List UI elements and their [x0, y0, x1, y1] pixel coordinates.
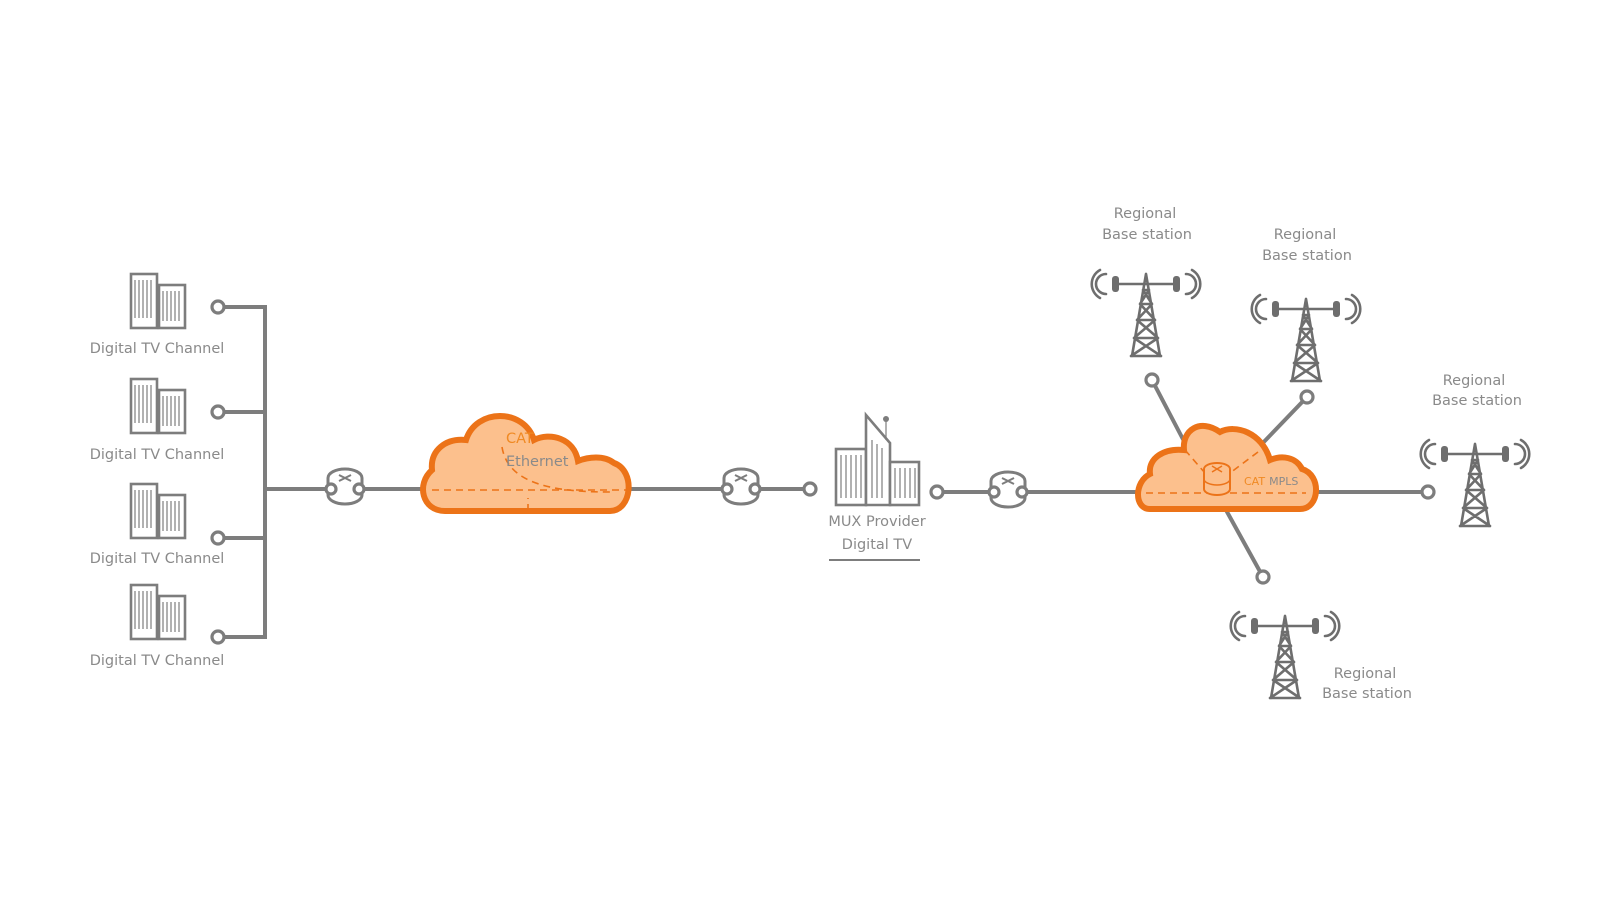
station-label-4b: Base station: [1322, 686, 1412, 702]
station-label-2b: Base station: [1262, 248, 1352, 264]
mux-provider-building: [834, 411, 921, 507]
station-label-2a: Regional: [1274, 227, 1337, 243]
channel-building-2: [129, 377, 187, 435]
base-station-tower-2: [1250, 293, 1362, 383]
channel-label-4: Digital TV Channel: [90, 653, 225, 669]
channel-building-4: [129, 583, 187, 641]
station-label-1b: Base station: [1102, 227, 1192, 243]
channel-building-3: [129, 482, 187, 540]
base-station-tower-3: [1419, 438, 1531, 528]
router-1: [324, 467, 366, 506]
base-station-tower-1: [1090, 268, 1202, 358]
cat-mpls-cloud: [1135, 423, 1319, 512]
cat-ethernet-cloud: [420, 413, 632, 514]
ethernet-cloud-label-2: Ethernet: [506, 454, 569, 470]
mux-label-2: Digital TV: [842, 537, 912, 553]
channel-label-2: Digital TV Channel: [90, 447, 225, 463]
station-label-3a: Regional: [1443, 373, 1506, 389]
station-label-1a: Regional: [1114, 206, 1177, 222]
channel-label-1: Digital TV Channel: [90, 341, 225, 357]
channel-building-1: [129, 272, 187, 330]
channel-label-3: Digital TV Channel: [90, 551, 225, 567]
station-label-3b: Base station: [1432, 393, 1522, 409]
router-2: [720, 467, 762, 506]
router-3: [987, 470, 1029, 509]
mux-label-1: MUX Provider: [828, 514, 925, 530]
station-label-4a: Regional: [1334, 666, 1397, 682]
ethernet-cloud-label-1: CAT: [506, 431, 534, 447]
